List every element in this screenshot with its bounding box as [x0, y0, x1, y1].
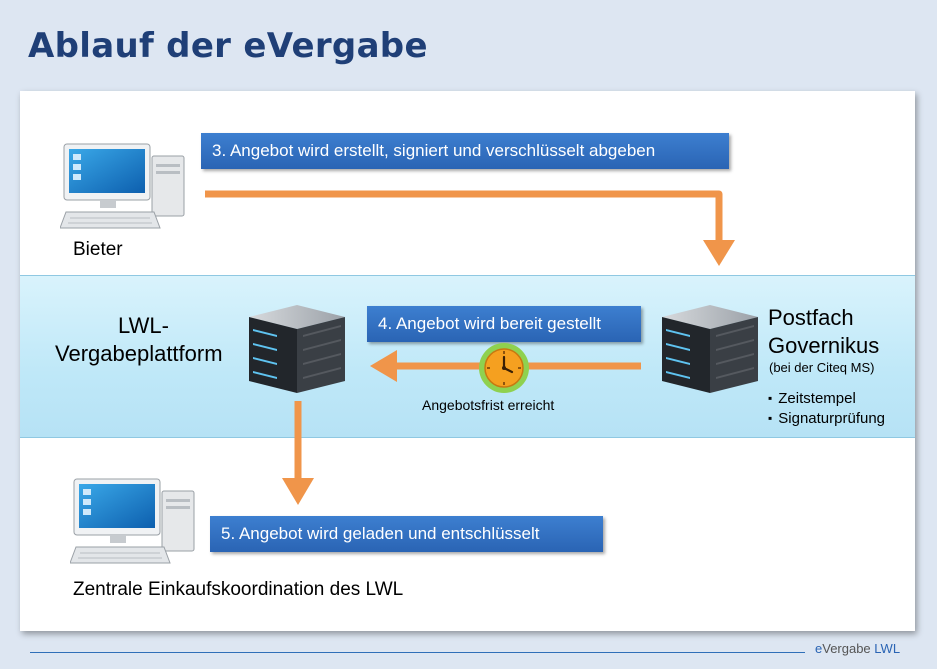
footer-lwl: LWL: [874, 641, 901, 656]
postfach-label-line1: Postfach: [768, 305, 854, 330]
step-5-box: 5. Angebot wird geladen und entschlüssel…: [210, 516, 603, 552]
step-4-box: 4. Angebot wird bereit gestellt: [367, 306, 641, 342]
footer-e: e: [815, 641, 823, 656]
zentrale-label: Zentrale Einkaufskoordination des LWL: [73, 579, 404, 600]
clock-icon: [479, 343, 529, 393]
feature-item: Zeitstempel: [768, 389, 885, 409]
step-3-box: 3. Angebot wird erstellt, signiert und v…: [201, 133, 729, 169]
footer-brand: eVergabe LWL: [815, 641, 900, 656]
footer-divider: [30, 652, 805, 653]
bieter-label: Bieter: [73, 239, 123, 260]
server-icon: [249, 305, 345, 393]
server-icon: [662, 305, 758, 393]
postfach-sublabel: (bei der Citeq MS): [769, 360, 875, 375]
page-title: Ablauf der eVergabe: [28, 26, 428, 66]
platform-label-line2: Vergabeplattform: [55, 341, 223, 366]
desktop-computer-icon: [70, 478, 195, 564]
platform-band: [20, 275, 915, 438]
platform-label-line1: LWL-: [118, 313, 169, 338]
desktop-computer-icon: [60, 143, 185, 229]
feature-item: Signaturprüfung: [768, 409, 885, 429]
deadline-label: Angebotsfrist erreicht: [422, 397, 555, 413]
postfach-label-line2: Governikus: [768, 333, 880, 358]
footer-vergabe: Vergabe: [822, 641, 875, 656]
postfach-features: Zeitstempel Signaturprüfung: [768, 389, 885, 429]
